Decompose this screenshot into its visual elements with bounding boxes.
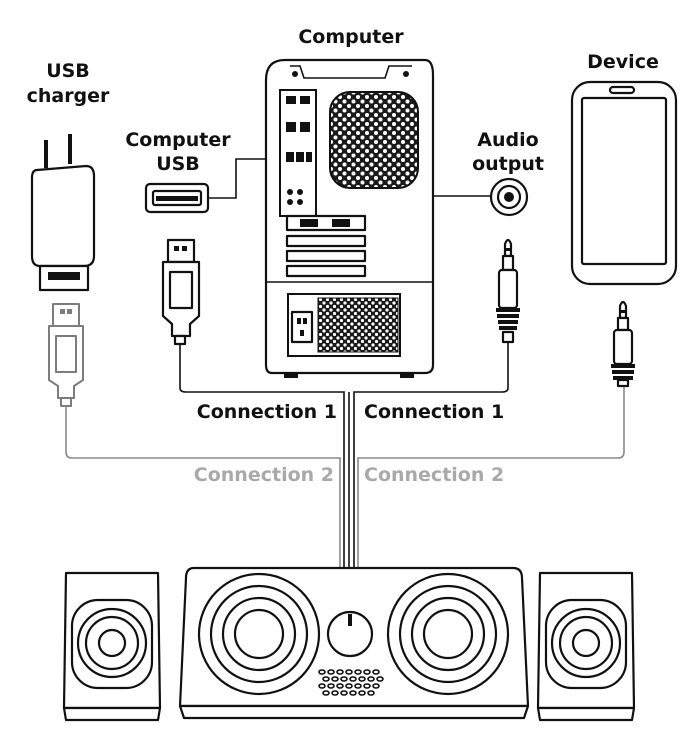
fan-grille <box>329 91 419 189</box>
computer-usb-port <box>286 152 294 162</box>
computer-tower <box>264 58 435 378</box>
label-connection2-left: Connection 2 <box>194 464 334 486</box>
speaker-center <box>178 566 530 720</box>
volume-knob[interactable] <box>326 610 374 658</box>
label-computer: Computer <box>298 26 404 48</box>
label-usb-charger-line1: USB <box>46 60 90 82</box>
usb-plug-connection2 <box>48 303 84 407</box>
speaker-left <box>62 571 162 722</box>
label-device: Device <box>587 51 659 73</box>
audio-output-port <box>297 199 303 205</box>
usb-charger-port <box>48 272 80 280</box>
computer-usb-socket <box>144 182 210 214</box>
audio-output-socket <box>489 177 529 217</box>
label-computer-usb-line1: Computer <box>125 129 231 151</box>
label-connection2-right: Connection 2 <box>364 464 504 486</box>
power-socket <box>290 310 314 344</box>
label-audio-output-line2: output <box>472 153 544 175</box>
label-connection1-left: Connection 1 <box>197 401 337 423</box>
device-phone <box>570 80 678 286</box>
center-grille-holes <box>318 669 384 696</box>
label-computer-usb-line2: USB <box>156 153 200 175</box>
label-usb-charger-line2: charger <box>27 85 110 107</box>
label-audio-output-line1: Audio <box>477 129 538 151</box>
connection-2-cables <box>65 385 625 568</box>
audio-jack-device <box>611 300 635 388</box>
speaker-right <box>536 571 636 722</box>
usb-charger <box>30 134 96 292</box>
usb-plug-connection1 <box>161 238 201 346</box>
audio-jack-connection1 <box>496 238 520 344</box>
label-connection1-right: Connection 1 <box>364 401 504 423</box>
psu-grille <box>317 297 399 353</box>
